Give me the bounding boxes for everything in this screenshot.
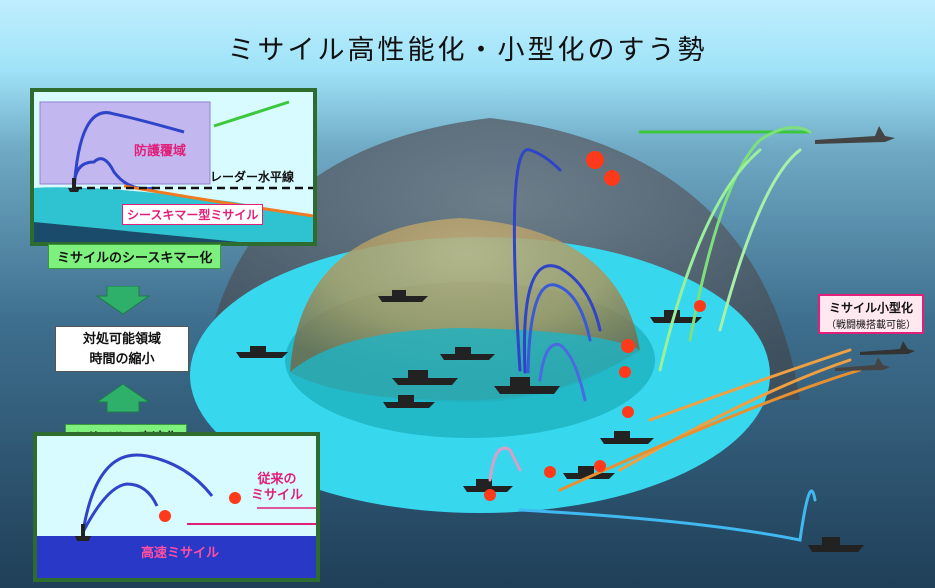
- high-speed-panel: 従来の ミサイル 高速ミサイル: [33, 432, 320, 582]
- fighter-jet-3: [835, 357, 890, 371]
- fighter-jet-2: [860, 341, 915, 355]
- trajectory-blue-4: [538, 342, 587, 402]
- trajectory-blue-2: [522, 264, 602, 374]
- sea-skimmer-caption: ミサイルのシースキマー化: [48, 244, 222, 269]
- ship-9: [563, 466, 615, 479]
- ship-11: [808, 537, 864, 552]
- ship-7: [650, 310, 702, 323]
- sea-skimmer-panel: 防護覆域 レーダー水平線 シースキマー型ミサイル: [30, 88, 317, 246]
- conventional-missile-label: 従来の ミサイル: [251, 472, 303, 504]
- response-area-box: 対処可能領域 時間の縮小: [55, 326, 189, 372]
- defense-area-label: 防護覆域: [134, 144, 187, 159]
- sea-skimmer-missile-label: シースキマー型ミサイル: [122, 204, 264, 225]
- ship-10: [463, 479, 513, 492]
- conventional-line1: 従来の: [257, 472, 297, 487]
- high-speed-missile-label: 高速ミサイル: [141, 546, 220, 561]
- miniaturization-callout: ミサイル小型化 （戦闘機搭載可能）: [818, 294, 924, 334]
- trajectory-orange-3: [558, 368, 862, 492]
- response-area-line1: 対処可能領域: [82, 332, 161, 347]
- explosions: [122, 126, 706, 501]
- trajectory-sky-1: [518, 489, 817, 542]
- ship-5: [383, 395, 435, 408]
- ship-4: [392, 370, 458, 385]
- miniaturization-line1: ミサイル小型化: [828, 301, 913, 315]
- ship-2: [236, 346, 288, 358]
- radar-horizon-label: レーダー水平線: [210, 170, 295, 184]
- ship-6: [494, 377, 560, 394]
- trajectory-pink-1: [488, 446, 522, 482]
- trajectory-green-3: [658, 148, 762, 372]
- ship-3: [440, 347, 495, 360]
- trajectory-green-2: [688, 126, 812, 342]
- conventional-line2: ミサイル: [251, 488, 304, 503]
- response-area-line2: 時間の縮小: [89, 352, 155, 367]
- high-speed-diagram: [37, 453, 316, 578]
- trajectory-orange-1: [648, 348, 852, 422]
- page-title: ミサイル高性能化・小型化のすう勢: [227, 35, 708, 66]
- fighter-jet-1: [815, 126, 895, 144]
- trajectory-blue-1: [512, 148, 562, 372]
- ship-8: [600, 431, 654, 444]
- miniaturization-line2: （戦闘機搭載可能）: [826, 320, 916, 331]
- trajectory-orange-2: [618, 358, 852, 472]
- up-arrow-icon: [95, 384, 151, 413]
- ships: [236, 290, 864, 552]
- ship-1: [378, 290, 428, 302]
- trajectory-green-4: [718, 148, 802, 332]
- down-arrow-icon: [95, 286, 151, 315]
- trajectory-blue-3: [526, 283, 592, 374]
